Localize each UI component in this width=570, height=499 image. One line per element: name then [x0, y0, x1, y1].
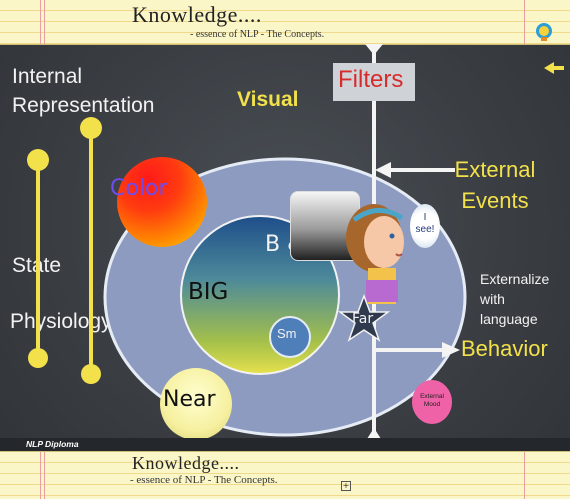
header-paper: Knowledge.... - essence of NLP - The Con… — [0, 0, 570, 45]
footer-title: Knowledge.... — [132, 453, 240, 473]
small-label: Sm — [277, 326, 297, 341]
external-events-arrow — [375, 162, 455, 178]
diploma-bar — [0, 438, 570, 451]
color-label: Color — [110, 176, 168, 201]
lightbulb-icon[interactable] — [534, 22, 554, 44]
far-star — [337, 294, 391, 342]
footer-paper: Knowledge.... - essence of NLP - The Con… — [0, 451, 570, 499]
header-title: Knowledge.... — [132, 2, 262, 27]
small-circle — [269, 316, 311, 358]
near-label: Near — [163, 387, 216, 412]
filters-label-box — [333, 63, 415, 101]
state-physiology-sticks — [27, 117, 102, 384]
far-label: Far — [352, 311, 374, 327]
filters-label: Filters — [338, 66, 404, 93]
arrow-left-icon[interactable] — [544, 60, 564, 76]
internal-representation-label: Internal Representation — [12, 65, 155, 117]
diploma-label: NLP Diploma — [26, 439, 79, 449]
external-events-label: External Events — [454, 157, 536, 213]
behavior-label: Behavior — [461, 336, 548, 361]
big-label: BIG — [188, 279, 229, 305]
girl-illustration — [346, 204, 404, 304]
near-circle — [160, 368, 232, 440]
external-mood-bubble — [412, 380, 452, 424]
expand-icon[interactable]: + — [341, 481, 351, 491]
header-subtitle: - essence of NLP - The Concepts. — [190, 29, 325, 40]
footer-subtitle: - essence of NLP - The Concepts. — [130, 474, 278, 486]
color-circle — [117, 157, 207, 247]
speech-bubble-text: I see! — [415, 212, 435, 235]
visual-label: Visual — [237, 88, 299, 111]
physiology-label: Physiology — [10, 310, 112, 333]
external-mood-text: External Mood — [420, 393, 444, 408]
behavior-arrow — [376, 342, 460, 358]
externalize-label: Externalize with language — [480, 271, 550, 327]
filters-divider-top-marker — [365, 44, 383, 55]
speech-bubble — [410, 204, 440, 248]
